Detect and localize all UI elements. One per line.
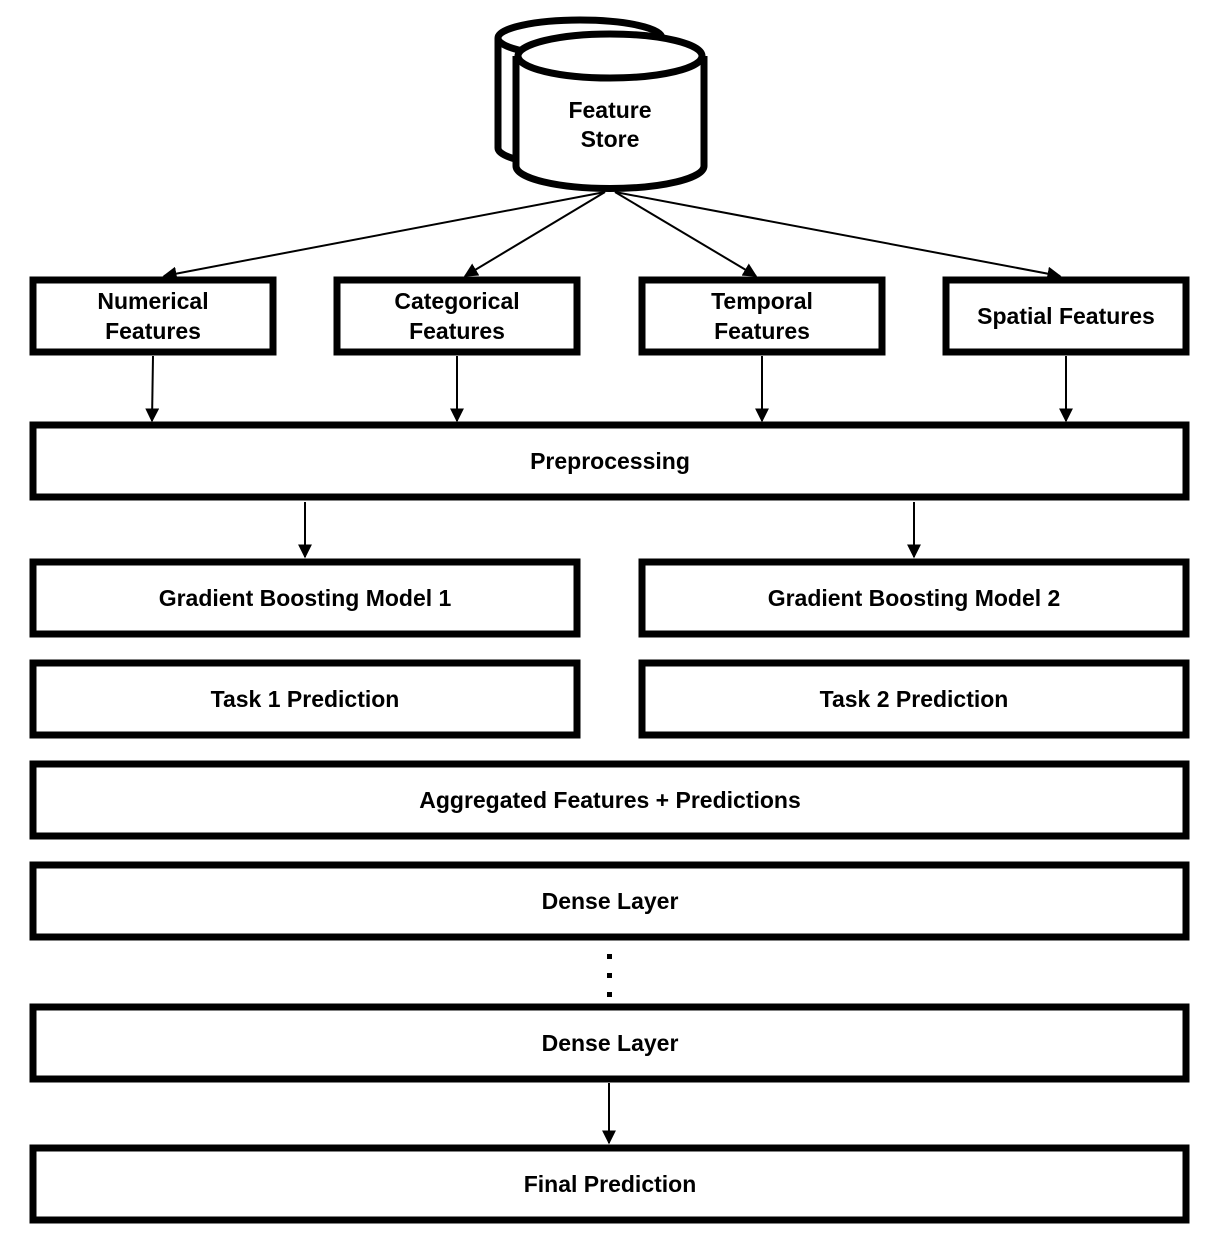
edge-numerical-preprocessing — [145, 355, 160, 423]
feature-store-edges — [162, 191, 1062, 281]
categorical-features-node: Categorical Features — [333, 276, 581, 356]
aggregated-features-label: Aggregated Features + Predictions — [419, 787, 801, 813]
temporal-features-line2: Features — [714, 318, 810, 344]
edge-store-temporal — [614, 191, 758, 277]
feature-store-front-cylinder — [512, 30, 708, 192]
ellipsis-dot-top — [607, 954, 612, 959]
dense-layer-first-node: Dense Layer — [29, 861, 1190, 941]
feature-store-label-line2: Store — [581, 126, 640, 152]
temporal-features-node: Temporal Features — [638, 276, 886, 356]
final-prediction-node: Final Prediction — [29, 1144, 1190, 1224]
numerical-features-line2: Features — [105, 318, 201, 344]
task-2-prediction-label: Task 2 Prediction — [820, 686, 1009, 712]
temporal-features-line1: Temporal — [711, 288, 813, 314]
gradient-boosting-model-2-label: Gradient Boosting Model 2 — [768, 585, 1061, 611]
categorical-features-line1: Categorical — [394, 288, 519, 314]
task-1-prediction-label: Task 1 Prediction — [211, 686, 400, 712]
numerical-features-node: Numerical Features — [29, 276, 277, 356]
ellipsis-dot-middle — [607, 973, 612, 978]
preprocessing-label: Preprocessing — [530, 448, 690, 474]
dense-layer-last-label: Dense Layer — [542, 1030, 679, 1056]
edge-store-numerical — [162, 191, 606, 281]
edge-store-categorical — [463, 191, 606, 277]
preprocessing-edges — [298, 502, 921, 559]
spatial-features-label: Spatial Features — [977, 303, 1155, 329]
gradient-boosting-model-2-node: Gradient Boosting Model 2 — [638, 558, 1190, 638]
final-prediction-label: Final Prediction — [524, 1171, 697, 1197]
gradient-boosting-model-1-label: Gradient Boosting Model 1 — [159, 585, 452, 611]
dense-layer-first-label: Dense Layer — [542, 888, 679, 914]
dense-layer-last-node: Dense Layer — [29, 1003, 1190, 1083]
ellipsis-dot-bottom — [607, 992, 612, 997]
gradient-boosting-model-1-node: Gradient Boosting Model 1 — [29, 558, 581, 638]
task-2-prediction-node: Task 2 Prediction — [638, 659, 1190, 739]
edge-store-spatial — [614, 191, 1062, 281]
task-1-prediction-node: Task 1 Prediction — [29, 659, 581, 739]
aggregated-features-node: Aggregated Features + Predictions — [29, 760, 1190, 840]
numerical-features-line1: Numerical — [97, 288, 208, 314]
vertical-ellipsis: ⋮ — [607, 954, 612, 997]
preprocessing-node: Preprocessing — [29, 421, 1190, 501]
feature-edges — [145, 355, 1073, 423]
spatial-features-node: Spatial Features — [942, 276, 1190, 356]
categorical-features-line2: Features — [409, 318, 505, 344]
feature-store-label-line1: Feature — [568, 97, 651, 123]
feature-store-node: Feature Store — [494, 16, 708, 192]
